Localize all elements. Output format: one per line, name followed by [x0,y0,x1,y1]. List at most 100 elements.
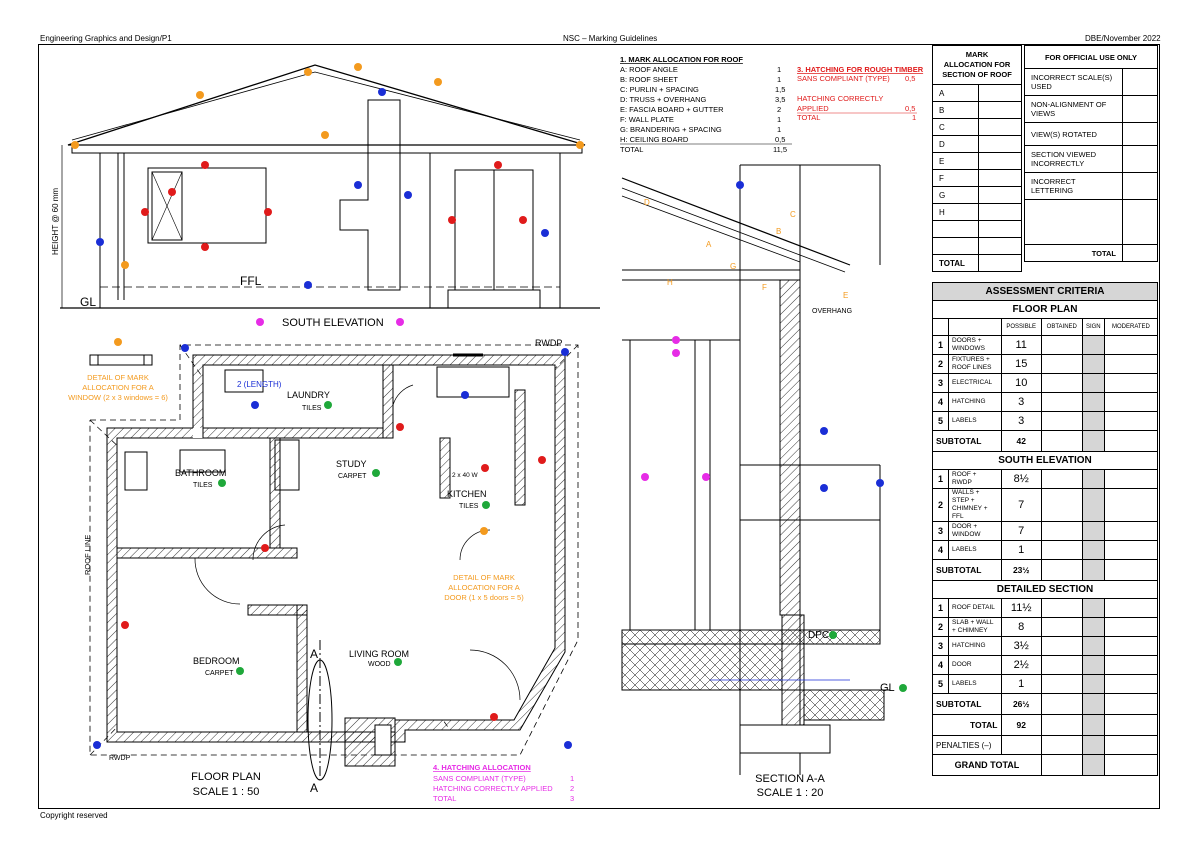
mark-row-value[interactable] [978,101,1022,119]
section-dpc-label: DPC [808,630,829,641]
col-possible: POSSIBLE [1000,318,1042,336]
official-item-4-mark[interactable] [1122,145,1158,173]
section-gl-label: GL [880,682,895,694]
hatching-alloc-row2-value: 2 [570,784,574,793]
mark-table-header-2: ALLOCATION FOR [943,60,1011,69]
mark-row-value[interactable] [978,220,1022,238]
section-scale: SCALE 1 : 20 [757,787,824,799]
drawing-sheet [38,44,1160,809]
room-bedroom-finish: CARPET [205,670,234,677]
mark-allocation-table: MARK ALLOCATION FOR SECTION OF ROOF A B … [932,45,1022,272]
section-a-a [621,164,890,775]
south-elevation [60,64,600,309]
floor-plan-scale: SCALE 1 : 50 [193,786,260,798]
roof-alloc-title: 1. MARK ALLOCATION FOR ROOF [620,55,743,64]
mark-row-value[interactable] [978,135,1022,153]
mark-row-label [932,220,979,238]
roof-alloc-label: H: CEILING BOARD [620,135,689,144]
mark-table-total-label: TOTAL [932,254,979,272]
official-total-value[interactable] [1122,244,1158,262]
roof-alloc-value: 1 [777,125,781,134]
room-living-name: LIVING ROOM [349,649,409,659]
section-name-detail: DETAILED SECTION [932,580,1158,599]
mark-row-value[interactable] [978,152,1022,170]
mark-dots [71,63,907,749]
official-blank [1024,199,1123,245]
section-title: SECTION A-A [755,773,825,785]
section-letter-b: B [776,227,781,236]
rough-timber-line2: HATCHING CORRECTLY [797,94,883,103]
mark-row-value[interactable] [978,118,1022,136]
col-moderated: MODERATED [1103,318,1159,336]
hatching-alloc-row2-label: HATCHING CORRECTLY APPLIED [433,784,553,793]
section-letter-f: F [762,283,767,292]
mark-table-total-value[interactable] [978,254,1022,272]
mark-row-label: D [932,135,979,153]
hatching-alloc-row1-value: 1 [570,774,574,783]
roof-alloc-value: 3,5 [775,95,785,104]
window-detail-line2: ALLOCATION FOR A [82,383,154,392]
mark-row-value[interactable] [978,84,1022,102]
hatching-alloc-row3-value: 3 [570,794,574,803]
roof-alloc-label: B: ROOF SHEET [620,75,678,84]
floor-plan [89,344,579,781]
mark-row-value[interactable] [978,186,1022,204]
official-item-5-mark[interactable] [1122,172,1158,200]
rough-timber-total: TOTAL [797,113,820,122]
roof-alloc-value: 1 [777,115,781,124]
section-letter-g: G [730,262,736,271]
official-item-1: INCORRECT SCALE(S)USED [1024,68,1123,96]
header-center: NSC – Marking Guidelines [563,34,658,43]
official-header: FOR OFFICIAL USE ONLY [1024,45,1158,69]
hatching-alloc-row3-label: TOTAL [433,794,456,803]
roof-line-label: ROOF LINE [83,535,92,575]
mark-row-label: F [932,169,979,187]
floor-plan-title: FLOOR PLAN [191,771,261,783]
window-detail-symbol [89,354,153,366]
room-bedroom-name: BEDROOM [193,656,240,666]
section-letter-c: C [790,210,796,219]
subtotal-label-elevation: SUBTOTAL [932,559,1002,581]
mark-row-value[interactable] [978,237,1022,255]
window-detail-line3: WINDOW (2 x 3 windows = 6) [68,393,168,402]
room-laundry-name: LAUNDRY [287,390,330,400]
rwdp-label-bottom: RWDP [109,755,131,762]
official-item-2-mark[interactable] [1122,95,1158,123]
roof-alloc-list: A: ROOF ANGLE 1 B: ROOF SHEET 1 C: PURLI… [620,65,792,154]
mark-row-label: G [932,186,979,204]
assessment-table: ASSESSMENT CRITERIA FLOOR PLAN POSSIBLE … [931,282,1159,776]
mark-row-value[interactable] [978,169,1022,187]
subtotal-label-detail: SUBTOTAL [932,693,1002,715]
height-label: HEIGHT @ 60 mm [51,188,60,255]
roof-alloc-label: D: TRUSS + OVERHANG [620,95,707,104]
ffl-label: FFL [240,274,262,288]
room-bathroom-name: BATHROOM [175,468,226,478]
official-item-1-mark[interactable] [1122,68,1158,96]
section-marker-bottom: A [310,781,318,795]
mark-table-header-3: SECTION OF ROOF [942,70,1012,79]
rough-timber-title: 3. HATCHING FOR ROUGH TIMBER [797,65,924,74]
mark-row-value[interactable] [978,203,1022,221]
hatching-alloc-row1-label: SANS COMPLIANT (TYPE) [433,774,526,783]
official-item-3-mark[interactable] [1122,122,1158,146]
total-label: TOTAL [932,714,1002,736]
roof-alloc-value: 1,5 [775,85,785,94]
official-total-label: TOTAL [1024,244,1123,262]
section-letter-e: E [843,291,848,300]
rough-timber-line1: SANS COMPLIANT (TYPE) [797,74,890,83]
mark-row-label: E [932,152,979,170]
rough-timber-total-value: 1 [912,113,916,122]
rough-timber-line3: APPLIED [797,104,829,113]
